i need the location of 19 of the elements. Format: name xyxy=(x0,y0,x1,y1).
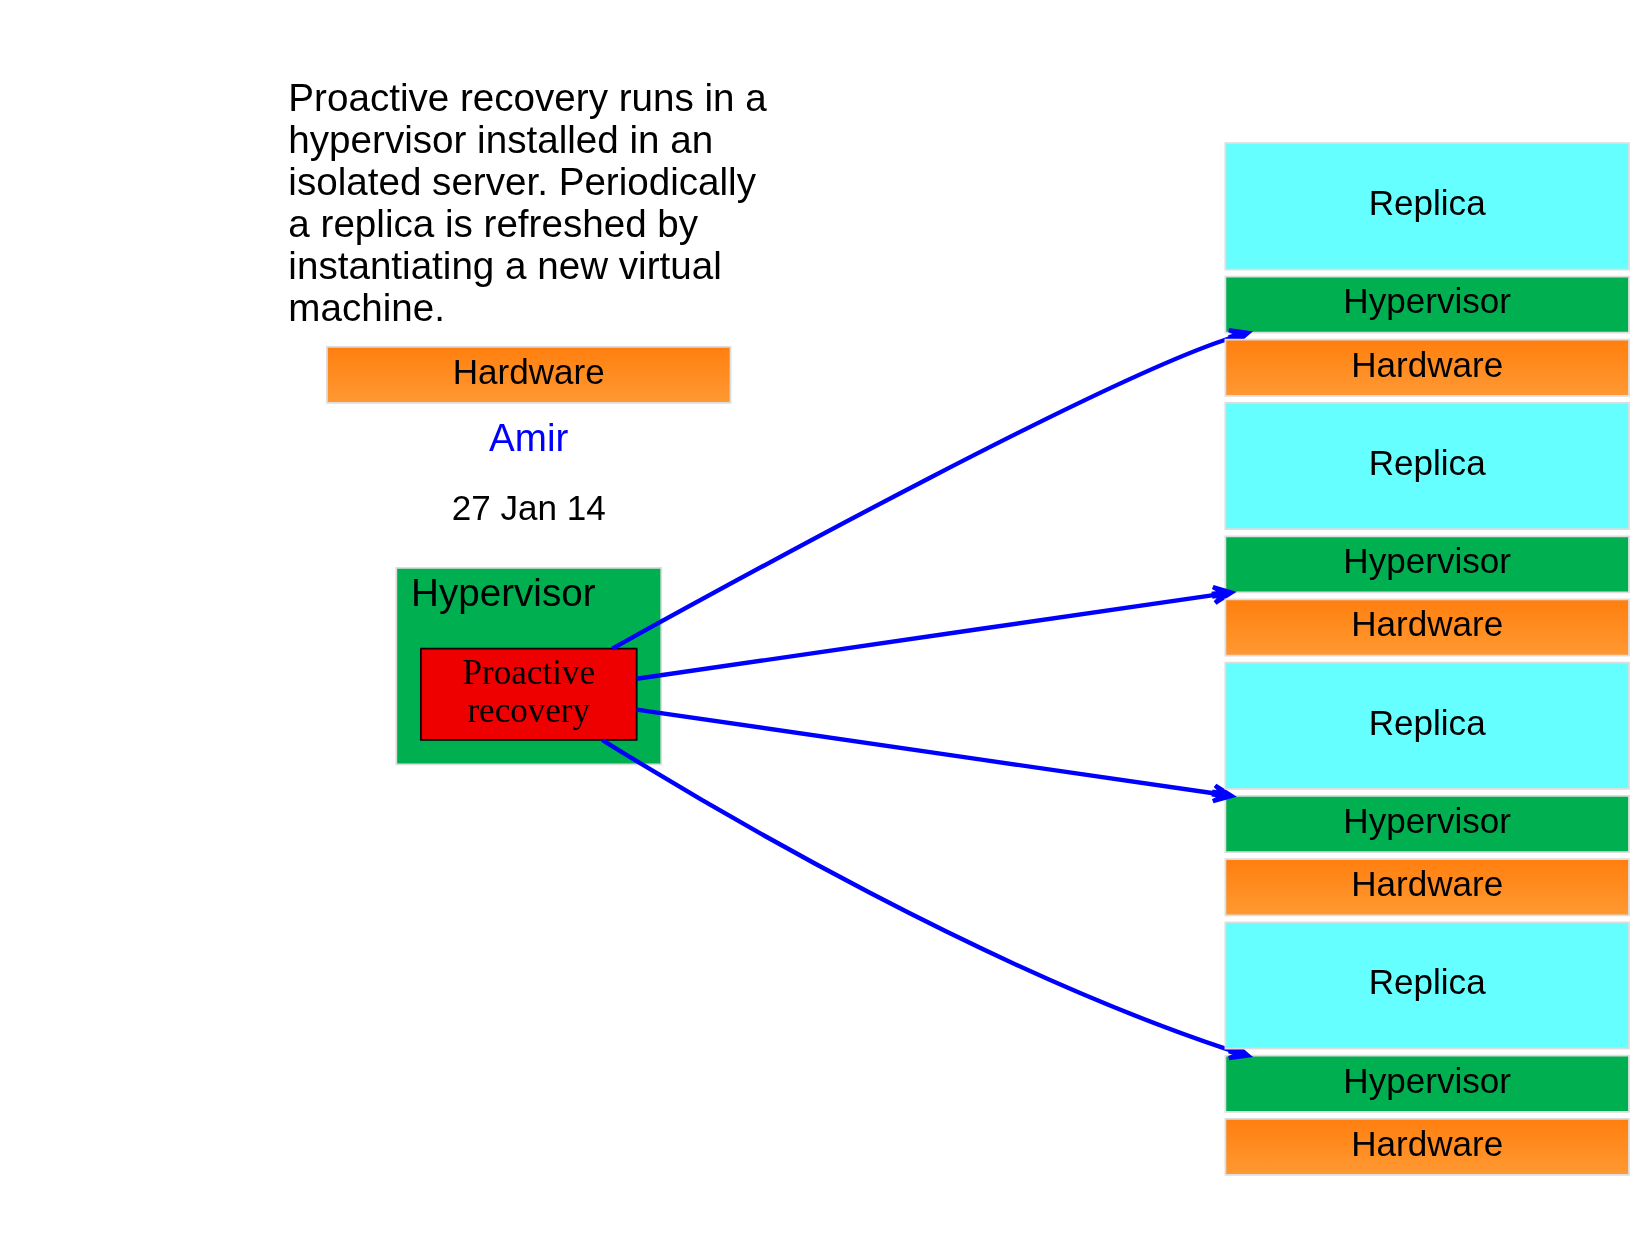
node-box: Hypervisor xyxy=(1224,1054,1630,1113)
label: Proactive recovery runs in a hypervisor installed in an isolated server. Periodically a replica is refreshed by instantiating a new virtual machine. xyxy=(288,75,767,330)
node-box: Hardware xyxy=(1224,858,1630,917)
label: Amir xyxy=(489,416,569,460)
node-box: Replica xyxy=(1224,402,1630,531)
node-box: Replica xyxy=(1224,142,1630,271)
arrow xyxy=(636,707,1234,804)
node-box: Hardware xyxy=(1224,598,1630,657)
node-box: Hardware xyxy=(1224,1117,1630,1176)
node-box: Hypervisor xyxy=(1224,275,1630,334)
node-box: Replica xyxy=(1224,921,1630,1050)
node-box: Hypervisor xyxy=(1224,535,1630,594)
label: 27 Jan 14 xyxy=(451,488,606,528)
arrow xyxy=(636,585,1234,681)
node-box: Proactive recovery xyxy=(419,647,638,741)
node-box: Hardware xyxy=(1224,338,1630,397)
node-box: Replica xyxy=(1224,661,1630,790)
node-box: Hardware xyxy=(326,345,732,404)
node-box: Hypervisor xyxy=(1224,795,1630,853)
